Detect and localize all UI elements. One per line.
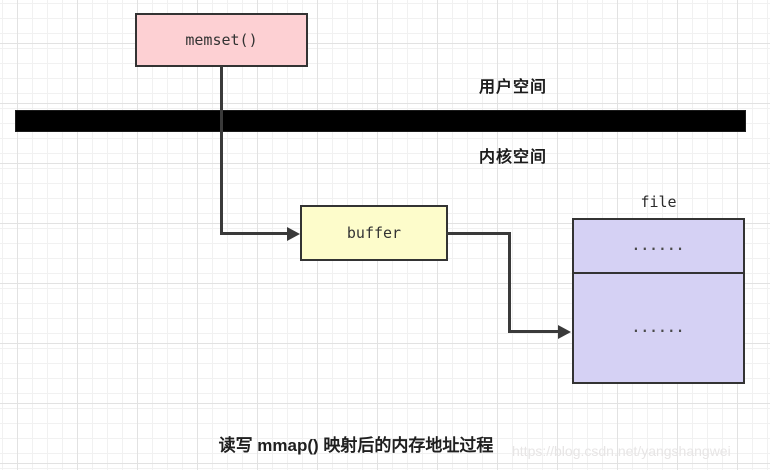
user-kernel-divider-bar: [15, 110, 746, 132]
connector-buffer-to-file-horizontal-2: [508, 330, 560, 333]
connector-buffer-to-file-horizontal-1: [446, 232, 511, 235]
watermark-text: https://blog.csdn.net/yangshangwei: [512, 443, 731, 459]
diagram-caption: 读写 mmap() 映射后的内存地址过程: [218, 436, 494, 455]
arrowhead-into-file-icon: [558, 324, 571, 339]
arrowhead-into-buffer-icon: [287, 226, 300, 241]
buffer-node-label: buffer: [346, 224, 402, 242]
memset-node: memset(): [135, 13, 308, 67]
connector-buffer-to-file-vertical: [508, 232, 511, 333]
file-row-ellipsis-top: ......: [574, 220, 743, 274]
connector-memset-to-buffer-horizontal: [220, 232, 290, 235]
user-space-label: 用户空间: [479, 79, 548, 96]
kernel-space-label: 内核空间: [479, 149, 548, 166]
file-node: ...... ......: [572, 218, 745, 384]
buffer-node: buffer: [300, 205, 448, 261]
file-row-ellipsis-bottom: ......: [632, 320, 685, 336]
memset-node-label: memset(): [185, 31, 258, 49]
file-node-title: file: [640, 193, 677, 211]
connector-memset-to-buffer-vertical: [220, 66, 223, 235]
